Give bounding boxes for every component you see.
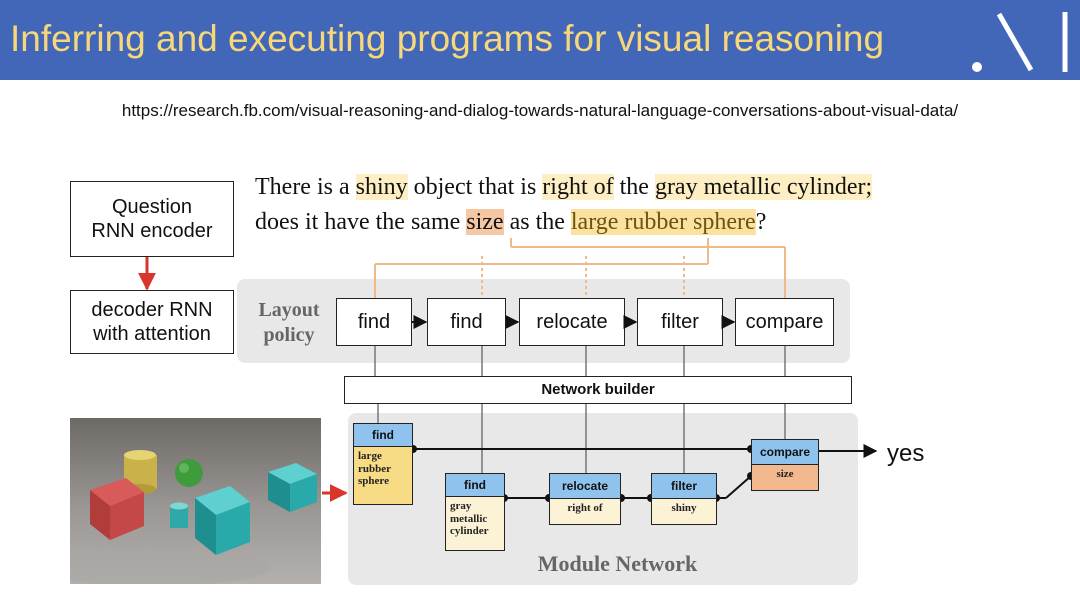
layout-policy-label: Layout policy <box>258 299 320 346</box>
module-find-cylinder-arg: gray metallic cylinder <box>450 500 489 538</box>
highlight-large-rubber-sphere: large rubber sphere <box>570 209 756 235</box>
slide-title: Inferring and executing programs for vis… <box>10 18 885 59</box>
layout-step-find-1: find <box>336 298 412 346</box>
module-compare: compare size <box>751 439 819 491</box>
module-relocate-arg: right of <box>567 502 603 514</box>
decoder-box: decoder RNN with attention <box>70 290 234 354</box>
layout-step-compare: compare <box>735 298 834 346</box>
module-find-cylinder: find gray metallic cylinder <box>445 473 505 551</box>
module-relocate: relocate right of <box>549 473 621 525</box>
module-find-sphere-head: find <box>354 424 412 447</box>
highlight-size: size <box>466 209 504 235</box>
module-relocate-head: relocate <box>550 474 620 499</box>
question-encoder-box: Question RNN encoder <box>70 181 234 257</box>
module-network-label: Module Network <box>537 551 698 576</box>
highlight-gray-metallic-cylinder: gray metallic cylinder; <box>654 174 873 200</box>
module-find-sphere: find large rubber sphere <box>353 423 413 505</box>
module-compare-arg: size <box>776 468 794 480</box>
highlight-right-of: right of <box>542 174 614 200</box>
layout-step-relocate: relocate <box>519 298 625 346</box>
layout-step-filter: filter <box>637 298 723 346</box>
module-find-cylinder-head: find <box>446 474 504 497</box>
dot-slash-bar-logo <box>972 12 1068 72</box>
module-compare-head: compare <box>752 440 818 465</box>
header-bar: Inferring and executing programs for vis… <box>0 0 1080 80</box>
question-line-1: There is a shiny object that is right of… <box>255 174 873 200</box>
module-filter: filter shiny <box>651 473 717 525</box>
module-filter-arg: shiny <box>671 502 697 514</box>
network-builder-bar: Network builder <box>344 376 852 404</box>
module-find-sphere-arg: large rubber sphere <box>358 450 391 488</box>
source-url[interactable]: https://research.fb.com/visual-reasoning… <box>121 101 959 120</box>
module-filter-head: filter <box>652 474 716 499</box>
clevr-scene-image <box>70 418 321 584</box>
highlight-shiny: shiny <box>355 174 408 200</box>
question-line-2: does it have the same size as the large … <box>255 209 767 235</box>
layout-step-find-2: find <box>427 298 506 346</box>
answer-yes: yes <box>887 440 925 467</box>
